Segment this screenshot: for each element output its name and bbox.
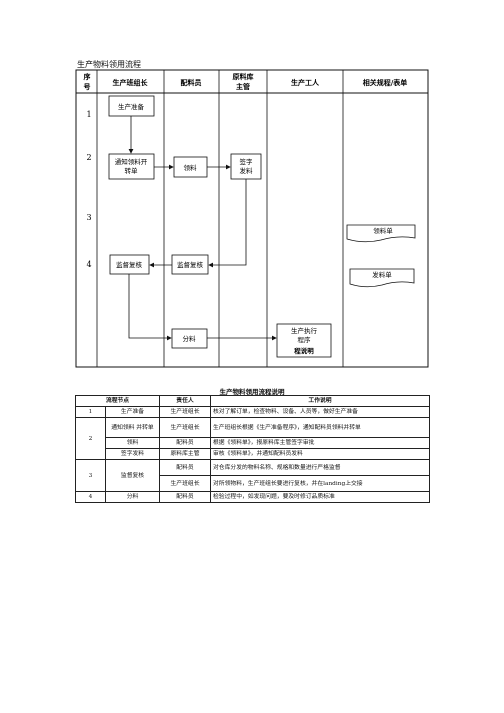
box-execute-label: 程序	[298, 335, 312, 344]
box-distribute	[171, 328, 208, 349]
row-owner: 生产班组长	[159, 406, 211, 418]
form-issue-label: 发料单	[372, 270, 392, 279]
header-warehouse-2: 主管	[236, 82, 250, 91]
row-step: 4	[75, 491, 106, 503]
step-number: 2	[86, 153, 91, 162]
step-number: 4	[86, 260, 91, 269]
box-distribute-label: 分料	[183, 334, 197, 343]
row-node: 领料	[105, 437, 160, 449]
document-title: 生产物料领用流程	[77, 60, 141, 69]
row-desc: 生产班组长根据《生产准备程序》，通知配料员领料并转单	[210, 417, 430, 438]
row-node: 监督复核	[105, 459, 160, 492]
box-notify-label: 通知领料开	[115, 157, 148, 166]
row-owner: 生产班组长	[159, 475, 211, 492]
step-number: 1	[86, 110, 91, 119]
box-supervise-leader	[109, 254, 150, 275]
flowchart: 序 号 生产班组长 配料员 原料库 主管 生产工人 相关规程/表单 1 2 3 …	[75, 69, 429, 368]
table-row: 3 监督复核 配料员 对仓库分发的物料名称、规格和数量进行严格监督	[75, 459, 430, 492]
header-team-leader: 生产班组长	[113, 78, 149, 87]
box-collect-label: 领料	[184, 163, 198, 172]
notes-table: 流程节点 责任人 工作说明 1 生产准备 生产班组长 核对了解订单，检查物料、设…	[75, 395, 430, 503]
table-row: 领料 配料员 根据《领料单》，报原料库主管签字审批	[76, 437, 430, 449]
row-desc: 根据《领料单》，报原料库主管签字审批	[210, 437, 430, 449]
row-desc: 对所领物料，生产班组长要进行复核，并在landing上交接	[210, 475, 430, 492]
box-supervise-leader-label: 监督复核	[116, 260, 143, 269]
flowchart-frame	[75, 69, 429, 368]
row-desc: 对仓库分发的物料名称、规格和数量进行严格监督	[210, 459, 430, 476]
row-owner: 原料库主管	[159, 448, 211, 460]
arrow-to-distribute	[128, 274, 172, 341]
header-seq-2: 号	[84, 82, 91, 91]
header-seq-1: 序	[83, 72, 91, 81]
step-number: 3	[86, 213, 91, 222]
header-warehouse-1: 原料库	[233, 72, 254, 81]
notes-header-row: 流程节点 责任人 工作说明	[75, 395, 430, 407]
row-step: 3	[75, 459, 106, 492]
row-node: 签字发料	[105, 448, 160, 460]
row-node: 分料	[105, 491, 160, 503]
box-supervise-clerk-label: 监督复核	[177, 260, 204, 269]
form-requisition-shape	[346, 224, 416, 243]
header-worker: 生产工人	[291, 78, 320, 87]
header-forms: 相关规程/表单	[363, 78, 408, 87]
row-owner: 配料员	[159, 437, 211, 449]
box-prepare	[108, 95, 155, 117]
table-row: 1 生产准备 生产班组长 核对了解订单，检查物料、设备、人员等，做好生产准备	[75, 406, 430, 418]
row-node: 生产准备	[105, 406, 160, 418]
box-execute-label: 程说明	[293, 346, 314, 355]
table-row: 生产班组长 对所领物料，生产班组长要进行复核，并在landing上交接	[76, 475, 430, 492]
box-notify	[108, 153, 155, 180]
box-supervise-clerk	[171, 254, 209, 275]
box-execute	[276, 323, 332, 358]
row-owner: 配料员	[159, 459, 211, 476]
table-row: 签字发料 原料库主管 审核《领料单》，并通知配料员发料	[76, 448, 430, 460]
box-execute-label: 生产执行	[291, 326, 318, 335]
notes-header-owner: 责任人	[159, 395, 211, 407]
form-issue-shape	[349, 268, 415, 288]
box-sign-label: 签字	[240, 157, 254, 166]
row-desc: 检验过程中，如发现问题，要及时修订品质标准	[210, 491, 430, 503]
row-step: 2	[75, 417, 106, 460]
row-node: 通知领料 并转单	[105, 417, 160, 438]
row-step: 1	[75, 406, 106, 418]
table-row: 4 分料 配料员 检验过程中，如发现问题，要及时修订品质标准	[75, 491, 430, 503]
box-sign-label: 发料	[240, 166, 254, 175]
row-owner: 生产班组长	[159, 417, 211, 438]
notes-title: 生产物料领用流程说明	[219, 388, 285, 396]
table-row: 2 通知领料 并转单 生产班组长 生产班组长根据《生产准备程序》，通知配料员领料…	[75, 417, 430, 460]
header-material-clerk: 配料员	[181, 78, 202, 87]
form-requisition-label: 领料单	[373, 226, 393, 235]
row-desc: 审核《领料单》，并通知配料员发料	[210, 448, 430, 460]
box-prepare-label: 生产准备	[118, 102, 145, 111]
box-sign	[230, 153, 262, 180]
notes-header-desc: 工作说明	[210, 395, 430, 407]
box-notify-label: 转单	[125, 166, 139, 175]
notes-header-node: 流程节点	[75, 395, 160, 407]
arrow-sign-supervise	[208, 179, 247, 268]
row-owner: 配料员	[159, 491, 211, 503]
row-desc: 核对了解订单，检查物料、设备、人员等，做好生产准备	[210, 406, 430, 418]
